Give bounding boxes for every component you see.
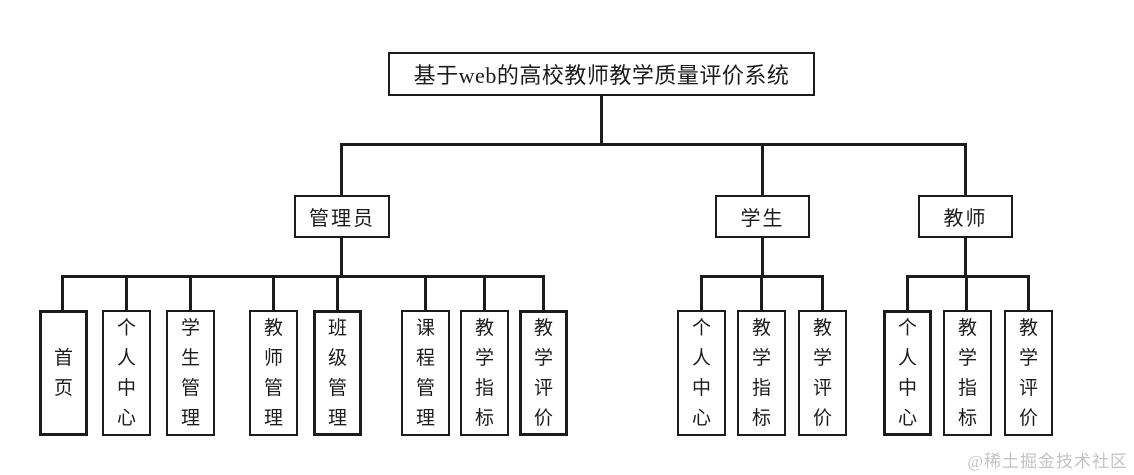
leaf-admin-personal-center: 个人中心 xyxy=(102,310,151,436)
connector-admin-horizontal xyxy=(61,275,545,278)
connector-teacher-drop-0 xyxy=(906,275,909,310)
leaf-teacher-personal-center: 个人中心 xyxy=(883,310,932,436)
leaf-admin-course-management: 课程管理 xyxy=(401,310,450,436)
connector-admin-drop-1 xyxy=(125,275,128,310)
leaf-student-teaching-evaluation: 教学评价 xyxy=(798,310,847,436)
leaf-admin-student-management: 学生管理 xyxy=(166,310,215,436)
leaf-admin-home: 首页 xyxy=(39,310,88,436)
node-teacher: 教师 xyxy=(918,195,1013,238)
node-admin: 管理员 xyxy=(294,195,390,238)
connector-admin-drop-6 xyxy=(483,275,486,310)
connector-student-drop-1 xyxy=(760,275,763,310)
connector-level1-horizontal xyxy=(340,143,967,146)
connector-drop-student xyxy=(761,143,764,195)
connector-student-drop-2 xyxy=(821,275,824,310)
root-node-title: 基于web的高校教师教学质量评价系统 xyxy=(388,52,815,96)
leaf-student-teaching-indicators: 教学指标 xyxy=(737,310,786,436)
connector-teacher-drop-1 xyxy=(965,275,968,310)
node-student: 学生 xyxy=(715,195,810,238)
connector-teacher-stem xyxy=(964,238,967,278)
connector-drop-admin xyxy=(340,143,343,195)
connector-admin-drop-3 xyxy=(272,275,275,310)
leaf-admin-teaching-indicators: 教学指标 xyxy=(460,310,509,436)
leaf-teacher-teaching-indicators: 教学指标 xyxy=(943,310,992,436)
connector-teacher-horizontal xyxy=(906,275,1030,278)
connector-admin-drop-5 xyxy=(424,275,427,310)
connector-admin-drop-0 xyxy=(61,275,64,310)
connector-admin-drop-4 xyxy=(336,275,339,310)
connector-drop-teacher xyxy=(964,143,967,195)
leaf-admin-teacher-management: 教师管理 xyxy=(249,310,298,436)
watermark-text: @稀土掘金技术社区 xyxy=(967,452,1128,471)
connector-admin-drop-7 xyxy=(542,275,545,310)
connector-student-drop-0 xyxy=(700,275,703,310)
connector-teacher-drop-2 xyxy=(1027,275,1030,310)
leaf-admin-class-management: 班级管理 xyxy=(313,310,362,436)
leaf-teacher-teaching-evaluation: 教学评价 xyxy=(1004,310,1053,436)
connector-student-stem xyxy=(761,238,764,278)
connector-admin-stem xyxy=(340,238,343,278)
leaf-student-personal-center: 个人中心 xyxy=(677,310,726,436)
connector-root-drop xyxy=(600,96,603,144)
connector-admin-drop-2 xyxy=(189,275,192,310)
leaf-admin-teaching-evaluation: 教学评价 xyxy=(519,310,568,436)
